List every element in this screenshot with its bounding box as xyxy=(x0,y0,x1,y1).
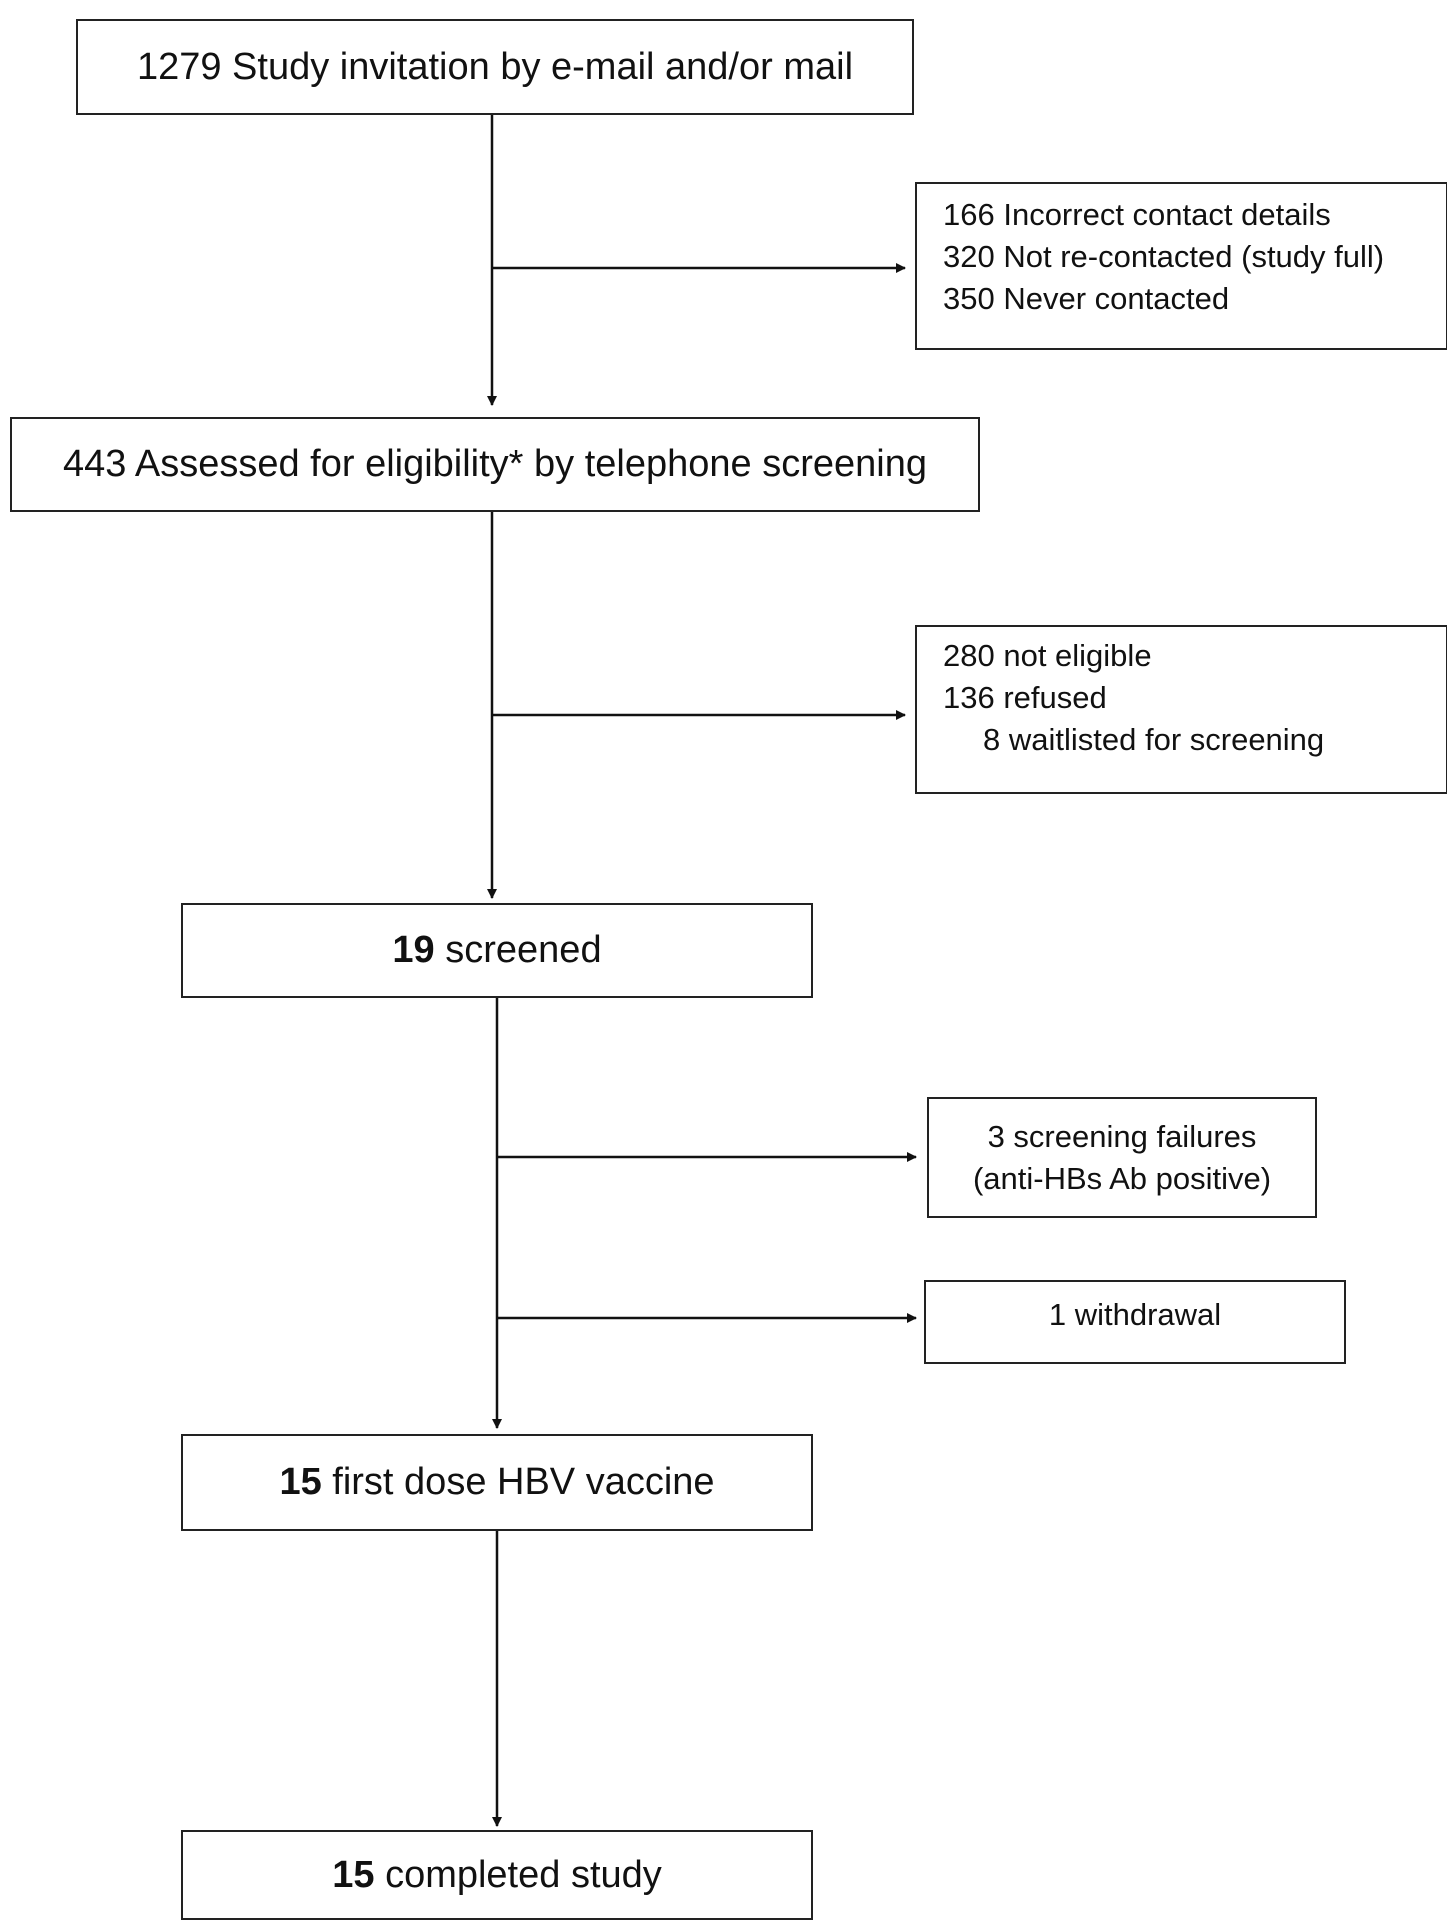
screen-failures-box: 3 screening failures (anti-HBs Ab positi… xyxy=(927,1097,1317,1218)
exclusion-incorrect-contact: 166 Incorrect contact details xyxy=(943,197,1331,232)
completed-count: 15 xyxy=(332,1853,375,1896)
withdrawal-text: 1 withdrawal xyxy=(1048,1297,1222,1332)
withdrawal-box: 1 withdrawal xyxy=(924,1280,1346,1364)
screened-count: 19 xyxy=(392,929,435,971)
exclusions-box-1: 166 Incorrect contact details 320 Not re… xyxy=(915,182,1447,350)
first-dose-label: 15 first dose HBV vaccine xyxy=(279,1461,714,1504)
exclusion-waitlisted: 8 waitlisted for screening xyxy=(983,722,1325,757)
exclusion-never-contacted: 350 Never contacted xyxy=(943,281,1230,316)
exclusions-box-2: 280 not eligible 136 refused 8 waitliste… xyxy=(915,625,1447,794)
screened-box: 19 screened xyxy=(181,903,813,998)
assessed-text: 443 Assessed for eligibility* by telepho… xyxy=(63,443,927,485)
completed-text: completed study xyxy=(385,1853,662,1896)
screened-text: screened xyxy=(445,929,602,971)
invitation-text: 1279 Study invitation by e-mail and/or m… xyxy=(136,45,854,88)
screen-failures-reason: (anti-HBs Ab positive) xyxy=(972,1160,1272,1196)
completed-box: 15 completed study xyxy=(181,1830,813,1920)
first-dose-count: 15 xyxy=(279,1461,322,1503)
screen-failures-count: 3 screening failures xyxy=(987,1118,1257,1154)
screened-label: 19 screened xyxy=(392,929,601,972)
exclusion-refused: 136 refused xyxy=(943,680,1107,715)
invitation-box: 1279 Study invitation by e-mail and/or m… xyxy=(76,19,914,115)
exclusion-not-recontacted: 320 Not re-contacted (study full) xyxy=(943,239,1385,274)
completed-label: 15 completed study xyxy=(332,1854,662,1897)
exclusion-not-eligible: 280 not eligible xyxy=(943,638,1152,673)
first-dose-text: first dose HBV vaccine xyxy=(332,1461,715,1503)
assessed-box: 443 Assessed for eligibility* by telepho… xyxy=(10,417,980,512)
first-dose-box: 15 first dose HBV vaccine xyxy=(181,1434,813,1531)
